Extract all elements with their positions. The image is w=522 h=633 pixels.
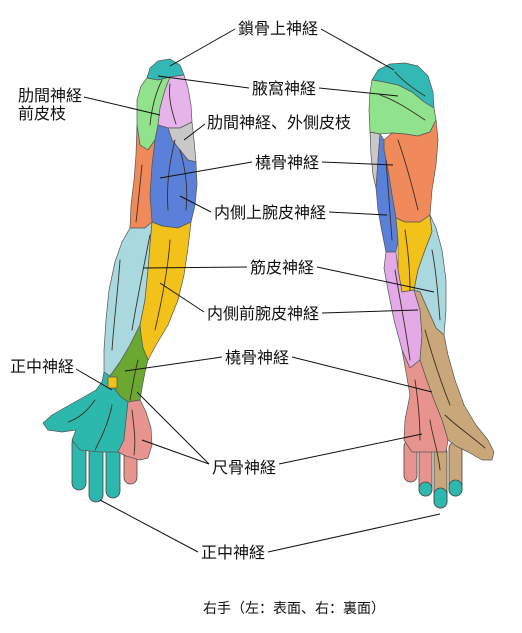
right-ring-fingertip bbox=[418, 481, 433, 497]
leader-ulnar-left-lower bbox=[141, 439, 210, 465]
leader-radial-lower-left bbox=[124, 356, 223, 372]
leader-ulnar-right bbox=[278, 433, 423, 465]
label-intercostal-lateral: 肋間神経、外側皮枝 bbox=[207, 113, 351, 132]
nerve-branch-line bbox=[379, 94, 426, 121]
left-thumb-base-patch bbox=[107, 376, 118, 389]
label-median-left: 正中神経 bbox=[10, 357, 74, 376]
label-supraclavicular: 鎖骨上神経 bbox=[238, 19, 318, 38]
leader-intercostal-lateral bbox=[183, 123, 206, 141]
label-intercostal-anterior-line2: 前皮枝 bbox=[18, 104, 66, 123]
nerve-branch-line bbox=[169, 83, 177, 125]
label-ulnar: 尺骨神経 bbox=[212, 458, 276, 477]
right-middle-fingertip bbox=[433, 487, 448, 509]
nerve-branch-line bbox=[131, 234, 151, 331]
nerve-branch-line bbox=[385, 159, 393, 241]
left-ulnar-palm-region bbox=[117, 399, 153, 461]
leader-median-left bbox=[75, 368, 113, 391]
nerve-branch-line bbox=[444, 414, 486, 449]
nerve-branch-line bbox=[135, 164, 143, 223]
leader-lines bbox=[75, 28, 441, 553]
leader-supraclavicular-right bbox=[320, 28, 395, 71]
leader-axillary-right bbox=[318, 87, 399, 97]
nerve-branch-line bbox=[179, 149, 188, 211]
nerve-branch-line bbox=[67, 399, 96, 423]
nerve-branch-line bbox=[404, 229, 411, 291]
nerve-branch-line bbox=[394, 71, 426, 97]
nerve-branch-line bbox=[394, 269, 411, 361]
nerve-branch-line bbox=[131, 409, 136, 456]
right-arm-back-view bbox=[368, 62, 495, 509]
leader-radial-lower-right bbox=[291, 356, 433, 393]
nerve-branch-line bbox=[424, 329, 451, 406]
leader-radial-upper-left bbox=[159, 161, 253, 179]
leader-intercostal-anterior bbox=[83, 96, 161, 116]
nerve-branch-line bbox=[94, 404, 113, 451]
label-medial-brachial: 内側上腕皮神経 bbox=[214, 203, 326, 222]
leader-musculocutaneous-left bbox=[142, 266, 248, 269]
right-index-fingertip bbox=[448, 479, 463, 497]
leader-radial-upper-right bbox=[321, 161, 394, 166]
leader-supraclavicular-left bbox=[169, 28, 236, 67]
label-intercostal-anterior-line1: 肋間神経 bbox=[18, 86, 82, 105]
leader-ulnar-left-upper bbox=[136, 391, 210, 465]
label-medial-antebrachial: 内側前腕皮神経 bbox=[207, 304, 319, 323]
label-median-bottom: 正中神経 bbox=[201, 543, 265, 562]
nerve-branch-line bbox=[154, 239, 171, 331]
leader-medial-antebrachial-right bbox=[321, 309, 419, 314]
label-musculocutaneous: 筋皮神経 bbox=[250, 258, 314, 277]
left-arm-surface-view bbox=[42, 58, 198, 503]
leader-axillary-left bbox=[157, 75, 250, 89]
nerve-branch-line bbox=[129, 359, 139, 401]
left-musculocutaneous-region bbox=[139, 221, 192, 361]
nerve-branch-line bbox=[167, 139, 176, 211]
nerve-branch-line bbox=[429, 419, 441, 471]
left-median-palm-region bbox=[42, 371, 129, 453]
diagram-caption: 右手（左：表面、右：裏面） bbox=[203, 600, 385, 617]
leader-musculocutaneous-right bbox=[316, 266, 435, 293]
leader-medial-antebrachial-left bbox=[159, 282, 205, 313]
leader-medial-brachial-left bbox=[179, 195, 212, 213]
label-radial-upper: 橈骨神経 bbox=[255, 153, 319, 172]
right-medial-brachial-region bbox=[375, 133, 399, 253]
nerve-branch-lines bbox=[67, 71, 486, 471]
nerve-branch-line bbox=[414, 379, 421, 441]
label-axillary: 腋窩神経 bbox=[252, 79, 316, 98]
nerve-branch-line bbox=[111, 259, 121, 351]
leader-median-bottom-left bbox=[99, 499, 199, 553]
labels: 鎖骨上神経 肋間神経 前皮枝 腋窩神経 肋間神経、外側皮枝 橈骨神経 内側上腕皮… bbox=[10, 19, 385, 617]
leader-medial-brachial-right bbox=[328, 211, 388, 216]
leader-median-bottom-right bbox=[267, 513, 441, 553]
label-radial-lower: 橈骨神経 bbox=[225, 348, 289, 367]
nerve-branch-line bbox=[149, 79, 163, 126]
nerve-branch-line bbox=[397, 139, 419, 211]
right-ulnar-dorsal-region bbox=[401, 349, 449, 453]
nerve-branch-line bbox=[431, 249, 441, 321]
